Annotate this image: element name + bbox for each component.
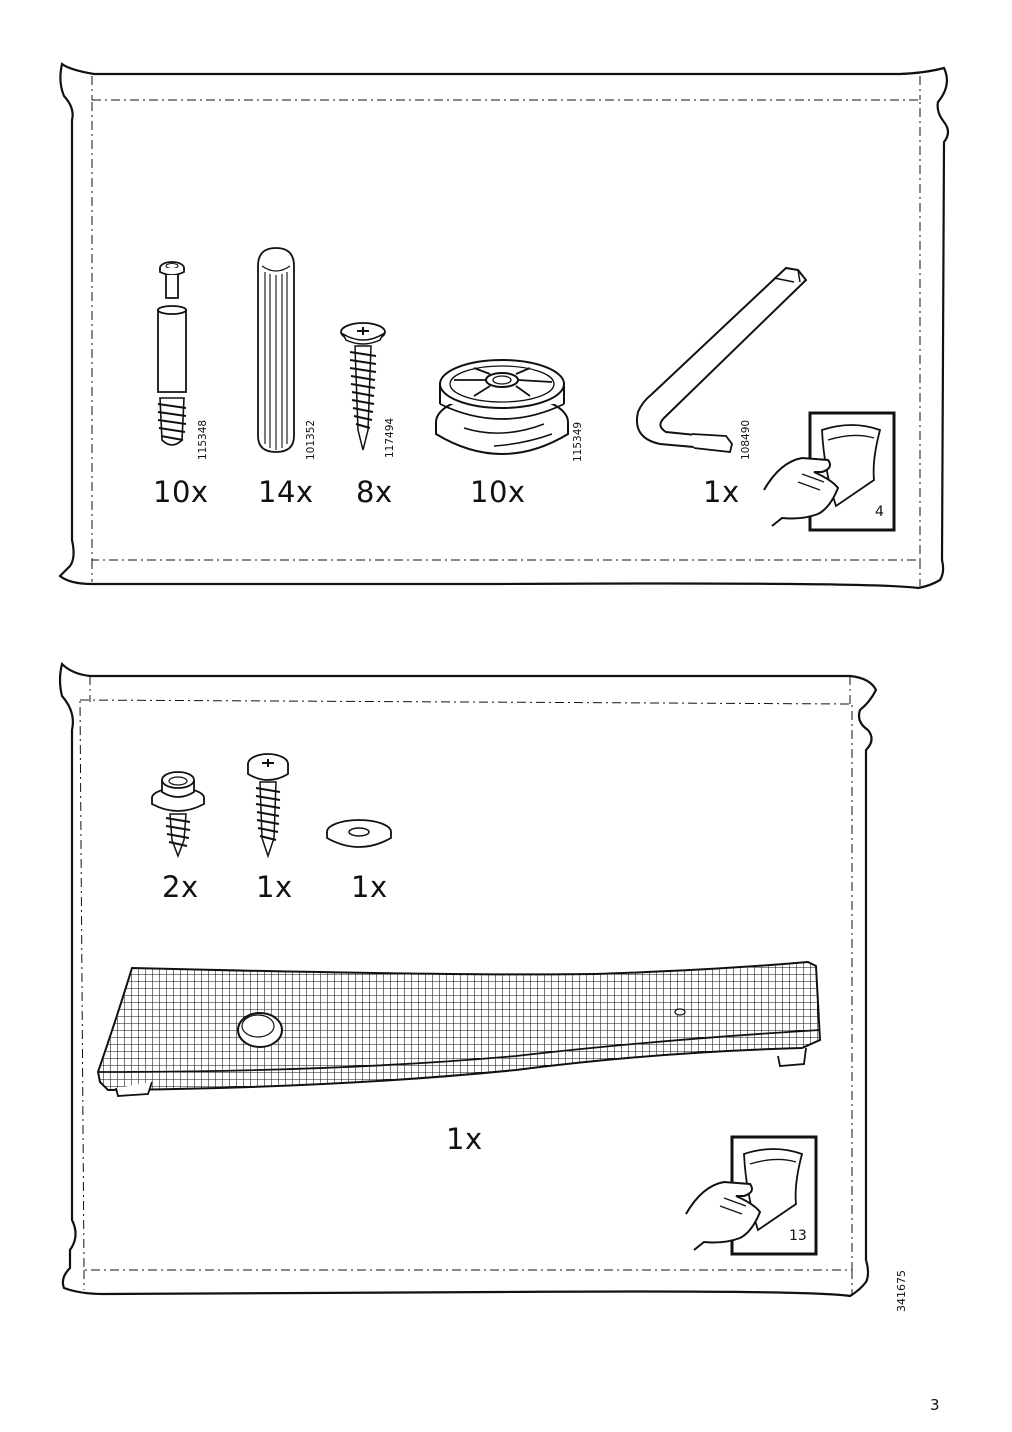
- article-number: 115349: [572, 421, 584, 462]
- quantity-label: 1x: [351, 870, 388, 904]
- quantity-label: 8x: [356, 475, 393, 509]
- article-number: 108490: [740, 419, 752, 460]
- screw-icon: [340, 322, 386, 451]
- cam-bolt-icon: [157, 261, 187, 446]
- mesh-panel-icon: [96, 960, 822, 1097]
- screw-with-washer-icon: [151, 771, 205, 859]
- quantity-label: 2x: [162, 870, 199, 904]
- page-number: 3: [930, 1396, 940, 1414]
- quantity-label: 10x: [470, 475, 526, 509]
- article-number: 115348: [197, 419, 209, 460]
- turn-page-number: 4: [875, 504, 884, 520]
- quantity-label: 14x: [258, 475, 314, 509]
- turn-page-icon: [763, 411, 896, 532]
- article-number: 101352: [305, 419, 317, 460]
- pan-head-screw-icon: [247, 753, 289, 859]
- allen-key-icon: [636, 266, 808, 453]
- article-number: 117494: [384, 417, 396, 458]
- quantity-label: 10x: [153, 475, 209, 509]
- document-id: 341675: [895, 1270, 908, 1312]
- bag-outline: [58, 62, 950, 590]
- quantity-label: 1x: [446, 1122, 483, 1156]
- quantity-label: 1x: [256, 870, 293, 904]
- bag-outline: [58, 661, 878, 1298]
- turn-page-number: 13: [789, 1228, 807, 1244]
- flat-washer-icon: [326, 819, 392, 848]
- cam-lock-icon: [435, 359, 569, 455]
- wooden-dowel-icon: [257, 247, 295, 453]
- turn-page-icon: [685, 1135, 818, 1256]
- quantity-label: 1x: [703, 475, 740, 509]
